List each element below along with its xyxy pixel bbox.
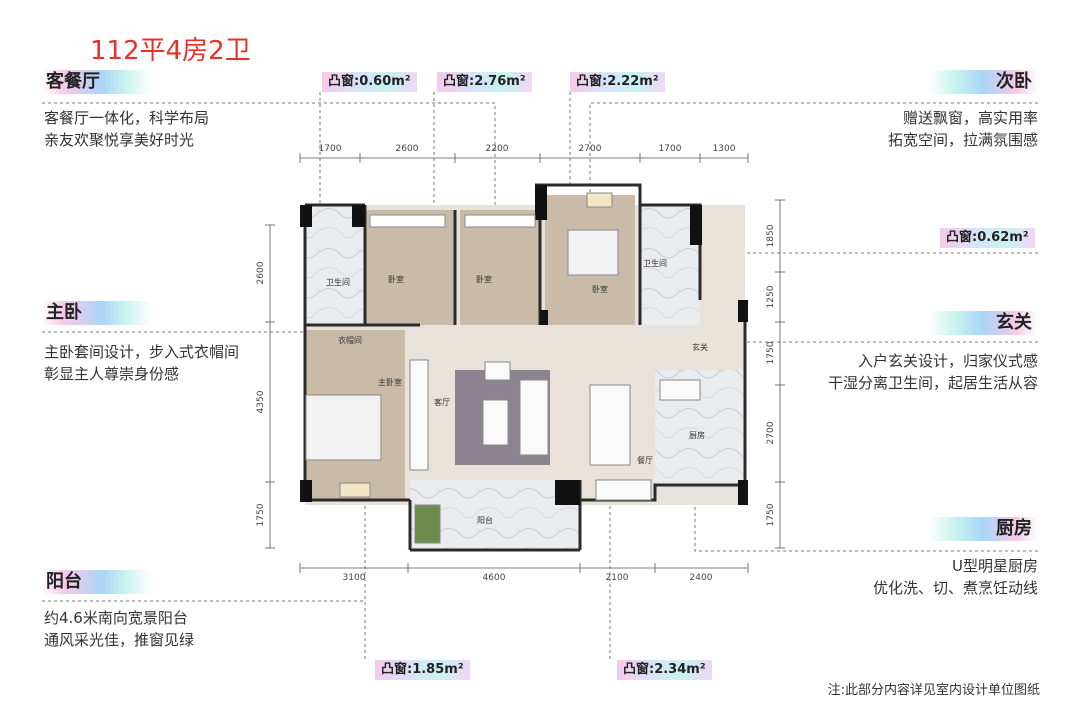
desc-line: 彰显主人尊崇身份感 [44, 365, 180, 383]
tag-entrance: 玄关 [928, 311, 1038, 335]
tag-balcony: 阳台 [42, 570, 152, 594]
tag-living-dining: 客餐厅 [42, 70, 152, 94]
plan-label-master: 主卧室 [378, 377, 402, 387]
bay-window-label: 凸窗:2.34m² [617, 660, 712, 680]
desc-line: 拓宽空间，拉满氛围感 [887, 131, 1038, 149]
dim-right: 1250 [766, 285, 776, 308]
desc-balcony: 约4.6米南向宽景阳台 通风采光佳，推窗见绿 [44, 607, 194, 651]
dim-bottom: 3100 [343, 573, 366, 583]
plan-label-bath: 卫生间 [326, 277, 350, 287]
dim-top: 2200 [486, 144, 509, 154]
desc-line: 赠送飘窗，高实用率 [902, 109, 1038, 127]
plan-label-entry: 玄关 [692, 342, 708, 352]
plan-label-closet: 衣帽间 [338, 335, 362, 345]
dim-left: 1750 [256, 503, 266, 526]
bay-window-label: 凸窗:0.62m² [940, 228, 1035, 248]
wall-columns [300, 185, 748, 505]
footnote: 注:此部分内容详见室内设计单位图纸 [827, 683, 1040, 698]
desc-line: 主卧套间设计，步入式衣帽间 [44, 343, 240, 361]
plan-label-bath: 卫生间 [643, 258, 667, 268]
dim-bottom: 2100 [606, 573, 629, 583]
bay-window-label: 凸窗:2.22m² [570, 72, 665, 92]
dim-top: 2700 [579, 144, 602, 154]
desc-kitchen: U型明星厨房 优化洗、切、煮烹饪动线 [873, 555, 1038, 599]
plan-label-bedroom: 卧室 [388, 274, 404, 284]
dim-bottom: 4600 [483, 573, 506, 583]
dim-top: 1700 [319, 144, 342, 154]
desc-line: 入户玄关设计，归家仪式感 [857, 352, 1038, 370]
leader-lines [42, 92, 1038, 660]
tag-kitchen: 厨房 [928, 517, 1038, 541]
dim-left: 2600 [256, 261, 266, 284]
desc-line: 客餐厅一体化，科学布局 [44, 109, 210, 127]
desc-living-dining: 客餐厅一体化，科学布局 亲友欢聚悦享美好时光 [44, 107, 209, 151]
plan-label-dining: 餐厅 [637, 456, 653, 465]
bay-window-label: 凸窗:1.85m² [375, 660, 470, 680]
bay-window-label: 凸窗:2.76m² [437, 72, 532, 92]
desc-line: 优化洗、切、煮烹饪动线 [872, 579, 1038, 597]
dimension-lines [265, 153, 785, 573]
desc-master: 主卧套间设计，步入式衣帽间 彰显主人尊崇身份感 [44, 341, 239, 385]
plan-label-bedroom: 卧室 [476, 274, 492, 284]
desc-entrance: 入户玄关设计，归家仪式感 干湿分离卫生间，起居生活从容 [828, 350, 1038, 394]
dim-left: 4350 [256, 390, 266, 413]
desc-line: 干湿分离卫生间，起居生活从容 [827, 374, 1038, 392]
floor-areas [305, 195, 745, 550]
bay-window-label: 凸窗:0.60m² [322, 72, 417, 92]
dim-right: 1750 [766, 341, 776, 364]
furniture [305, 192, 701, 544]
desc-line: 通风采光佳，推窗见绿 [44, 631, 195, 649]
dim-right: 1850 [766, 224, 776, 247]
plan-label-living: 客厅 [434, 397, 450, 407]
dim-right: 1750 [766, 503, 776, 526]
tag-second-bedroom: 次卧 [928, 70, 1038, 94]
dim-top: 2600 [396, 144, 419, 154]
page-title: 112平4房2卫 [90, 36, 251, 66]
desc-second-bedroom: 赠送飘窗，高实用率 拓宽空间，拉满氛围感 [888, 107, 1038, 151]
desc-line: U型明星厨房 [952, 557, 1038, 575]
tag-master: 主卧 [42, 301, 152, 325]
desc-line: 亲友欢聚悦享美好时光 [44, 131, 195, 149]
dim-bottom: 2400 [690, 573, 713, 583]
desc-line: 约4.6米南向宽景阳台 [44, 609, 188, 627]
dim-top: 1300 [713, 144, 736, 154]
dim-top: 1700 [659, 144, 682, 154]
plan-label-bedroom: 卧室 [592, 284, 608, 294]
plan-label-balcony: 阳台 [477, 515, 493, 525]
dim-right: 2700 [766, 421, 776, 444]
plan-label-kitchen: 厨房 [689, 430, 705, 440]
